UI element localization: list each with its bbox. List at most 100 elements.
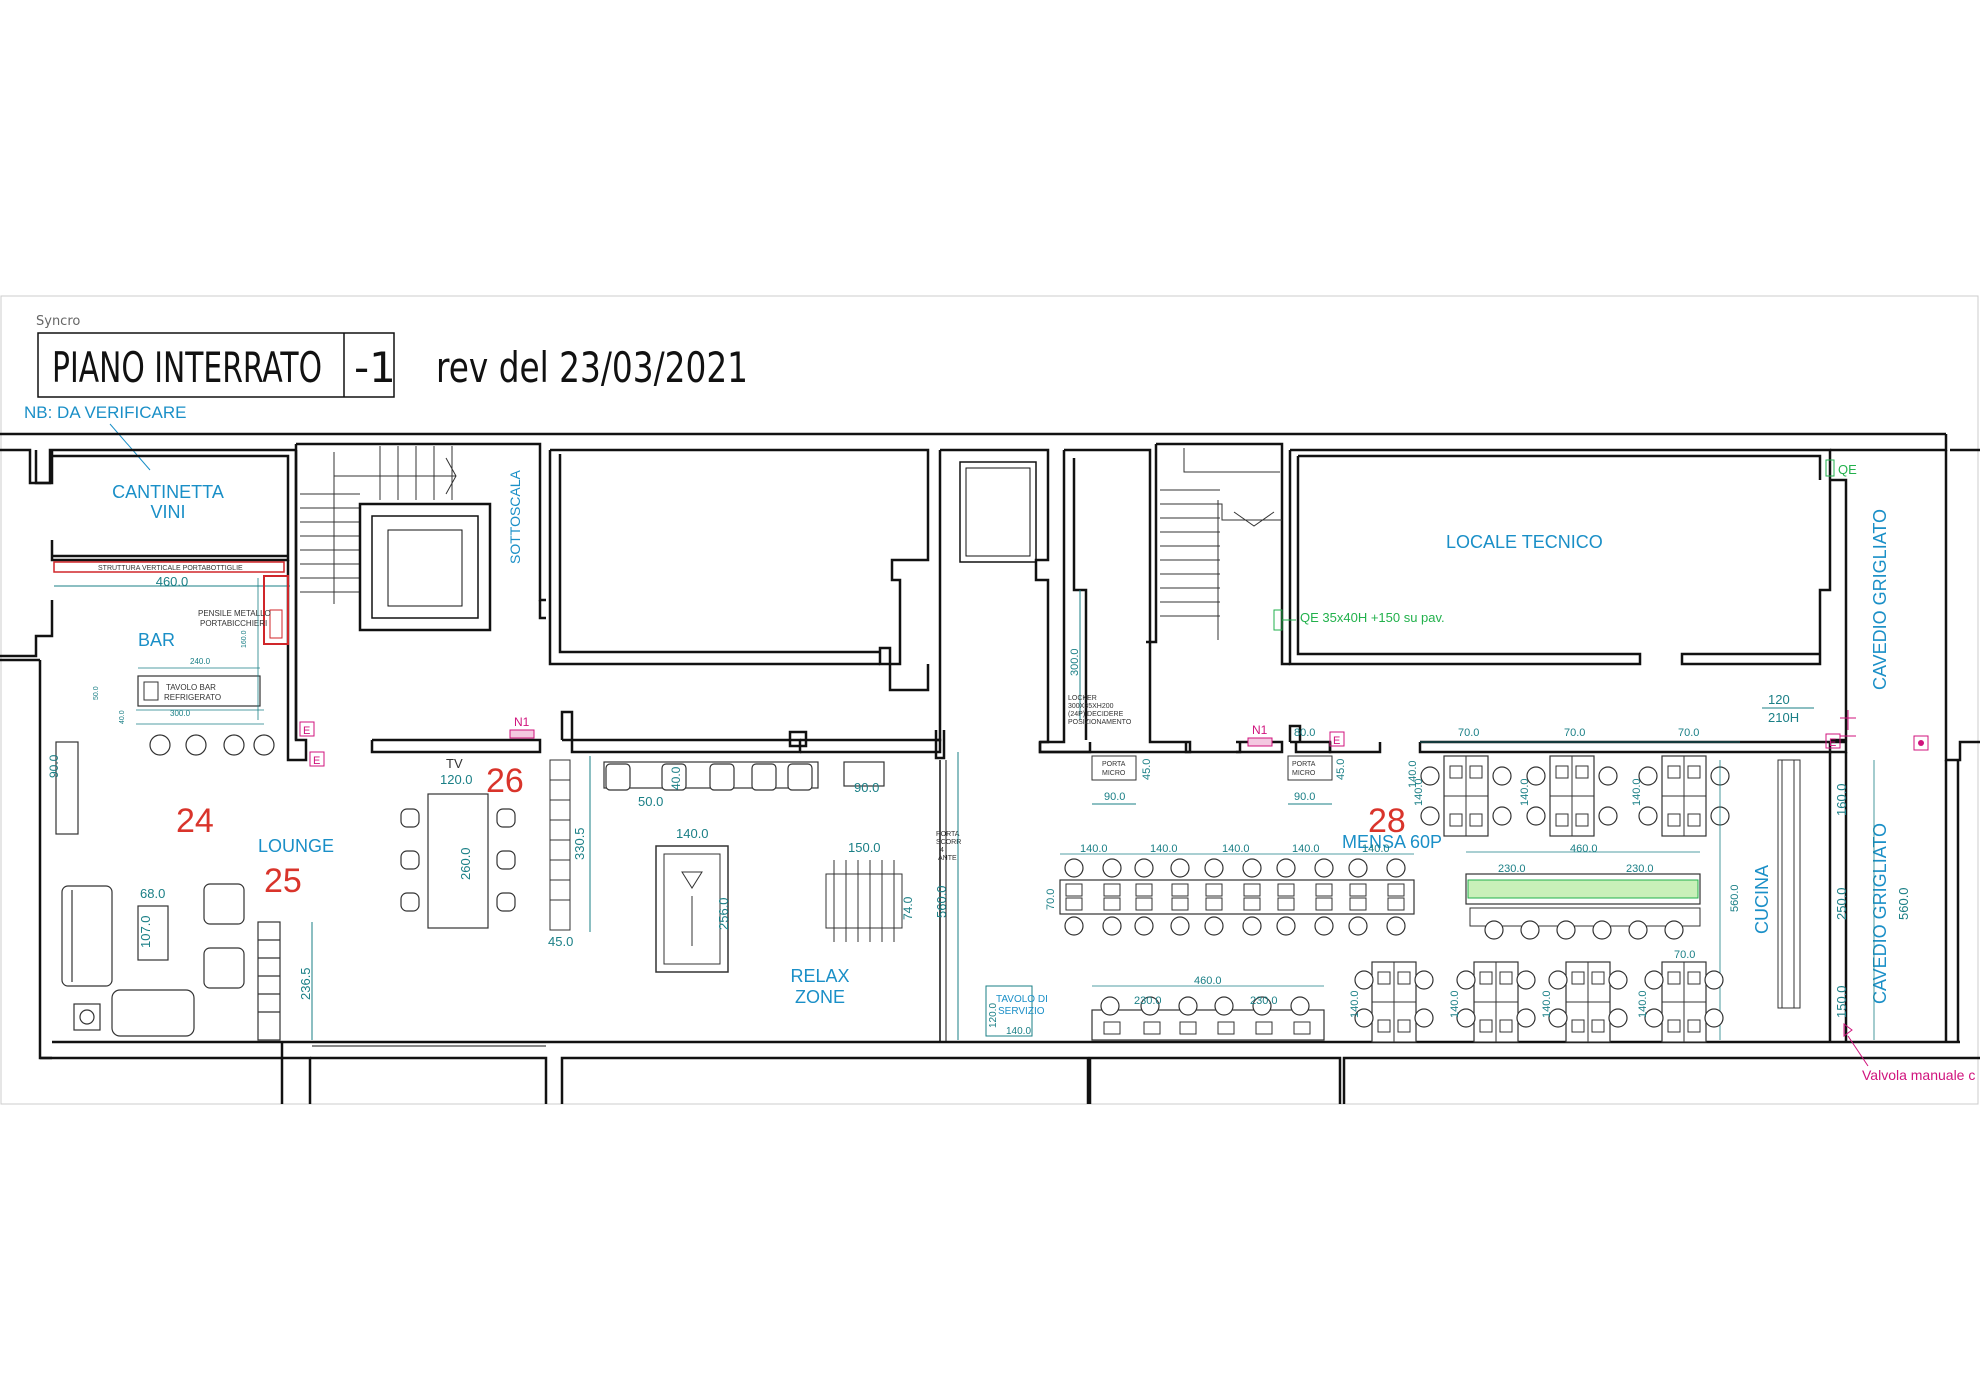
verify-note: NB: DA VERIFICARE — [24, 403, 186, 422]
porta-micro-2-label: PORTA — [1292, 761, 1316, 768]
dim-140-b1: 140.0 — [1349, 990, 1361, 1018]
dim-140-g1: 140.0 — [1413, 778, 1425, 806]
tv-table — [400, 793, 516, 929]
lounge-furniture — [55, 741, 281, 1041]
locker-label: LOCKER — [1068, 695, 1097, 702]
zone-number-26: 26 — [486, 762, 524, 800]
dim-560-cucina: 560.0 — [1729, 884, 1741, 912]
shelving — [549, 759, 571, 931]
brand-label: Syncro — [36, 314, 80, 329]
dim-160-cav: 160.0 — [1834, 783, 1849, 816]
tavolo-bar-label: TAVOLO BAR — [166, 683, 216, 692]
dim-74: 74.0 — [901, 896, 915, 920]
mensa-desk-groups-top — [1420, 755, 1730, 837]
dim-330: 330.5 — [572, 827, 587, 860]
n1-marker-1: N1 — [509, 715, 535, 739]
dim-40-bar: 40.0 — [119, 710, 126, 724]
staircase-2 — [1160, 448, 1282, 640]
dim-140-b3: 140.0 — [1541, 990, 1553, 1018]
zone-number-25: 25 — [264, 862, 302, 900]
svg-text:140.0: 140.0 — [1407, 760, 1419, 788]
dim-140-b2: 140.0 — [1449, 990, 1461, 1018]
dim-236: 236.5 — [298, 967, 313, 1000]
revision-label: rev del 23/03/2021 — [436, 343, 748, 392]
dim-45-micro1: 45.0 — [1141, 759, 1153, 780]
room-locale-tecnico-label: LOCALE TECNICO — [1446, 532, 1603, 552]
porta-scorr-label: PORTA — [936, 831, 960, 838]
dim-70-b: 70.0 — [1674, 949, 1695, 961]
dim-50-bar: 50.0 — [93, 686, 100, 700]
dim-80: 80.0 — [1294, 727, 1315, 739]
dim-70-g2: 70.0 — [1564, 727, 1585, 739]
dim-140-row2: 140.0 — [1150, 843, 1178, 855]
dim-150-calcio: 150.0 — [848, 840, 881, 855]
dim-90-micro1: 90.0 — [1104, 791, 1125, 803]
dim-140-b4: 140.0 — [1637, 990, 1649, 1018]
valve-marker — [1913, 735, 1929, 751]
pensile-label: PENSILE METALLO — [198, 609, 271, 618]
dim-107: 107.0 — [138, 915, 153, 948]
dim-70-row: 70.0 — [1045, 889, 1057, 910]
door-symbol — [1840, 710, 1856, 737]
e-marker-1: E — [299, 721, 315, 737]
dim-40-relax: 40.0 — [669, 766, 683, 790]
porta-micro-1-label: PORTA — [1102, 761, 1126, 768]
dim-460-isola: 460.0 — [1570, 843, 1598, 855]
dim-260: 260.0 — [458, 847, 473, 880]
zone-number-28: 28 — [1368, 802, 1406, 840]
bar-furniture: STRUTTURA VERTICALE PORTABOTTIGLIE 460.0… — [53, 561, 290, 756]
qe-note: QE 35x40H +150 su pav. — [1300, 610, 1445, 625]
dim-140-billiard: 140.0 — [676, 826, 709, 841]
dim-140-row3: 140.0 — [1222, 843, 1250, 855]
dim-90-relax: 90.0 — [854, 780, 879, 795]
locker-label-3: (24P) DECIDERE — [1068, 711, 1124, 718]
svg-text:N1: N1 — [514, 715, 530, 729]
svg-text:E: E — [1829, 737, 1836, 749]
building-walls — [0, 432, 1980, 1104]
dim-45-micro2: 45.0 — [1335, 759, 1347, 780]
qe-label: QE — [1838, 462, 1857, 477]
dim-90-micro2: 90.0 — [1294, 791, 1315, 803]
title-box — [37, 332, 395, 398]
dim-140-g3: 140.0 — [1631, 778, 1643, 806]
valvola-note: Valvola manuale c — [1862, 1067, 1975, 1083]
dim-230-serv1: 230.0 — [1134, 995, 1162, 1007]
dim-230-serv2: 230.0 — [1250, 995, 1278, 1007]
porta-scorr-label-4: ANTE — [938, 855, 957, 862]
svg-text:E: E — [1333, 735, 1340, 747]
room-sottoscala-label: SOTTOSCALA — [507, 469, 523, 564]
dim-120-serv: 120.0 — [988, 1003, 999, 1028]
foosball-table — [825, 860, 903, 942]
dim-50-relax: 50.0 — [638, 794, 663, 809]
dim-45-a: 45.0 — [548, 934, 573, 949]
dim-120-tv: 120.0 — [440, 772, 473, 787]
tavolo-bar-label-2: REFRIGERATO — [164, 693, 221, 702]
dim-460-serv: 460.0 — [1194, 975, 1222, 987]
tv-label: TV — [446, 756, 463, 771]
room-mensa-label: MENSA 60P — [1342, 832, 1442, 852]
dim-160-bar: 160.0 — [241, 630, 248, 648]
dim-230-isola1: 230.0 — [1498, 863, 1526, 875]
dim-240: 240.0 — [190, 657, 211, 666]
room-relax-label: RELAX — [790, 966, 849, 986]
dim-560-mid: 560.0 — [934, 885, 949, 918]
room-cucina-label: CUCINA — [1752, 865, 1772, 934]
dim-300-locker: 300.0 — [1069, 648, 1081, 676]
relax-counter — [603, 761, 885, 791]
dim-120-door: 120 — [1768, 692, 1790, 707]
svg-text:E: E — [303, 725, 310, 737]
n1-marker-2: N1 — [1247, 723, 1273, 747]
tavolo-servizio-label-2: SERVIZIO — [998, 1006, 1045, 1017]
mensa-desk-groups-bottom — [1354, 961, 1724, 1043]
room-cantinetta-label-2: VINI — [150, 502, 185, 522]
porta-scorr-label-2: SCORR — [936, 839, 961, 846]
dim-230-isola2: 230.0 — [1626, 863, 1654, 875]
dim-210h-door: 210H — [1768, 710, 1799, 725]
pensile-label-2: PORTABICCHIERI — [200, 619, 267, 628]
e-marker-2: E — [309, 751, 325, 767]
e-marker-4: E — [1825, 733, 1841, 749]
dim-150-cav: 150.0 — [1834, 985, 1849, 1018]
room-cavedio-bottom-label: CAVEDIO GRIGLIATO — [1870, 823, 1890, 1004]
dim-140-row4: 140.0 — [1292, 843, 1320, 855]
